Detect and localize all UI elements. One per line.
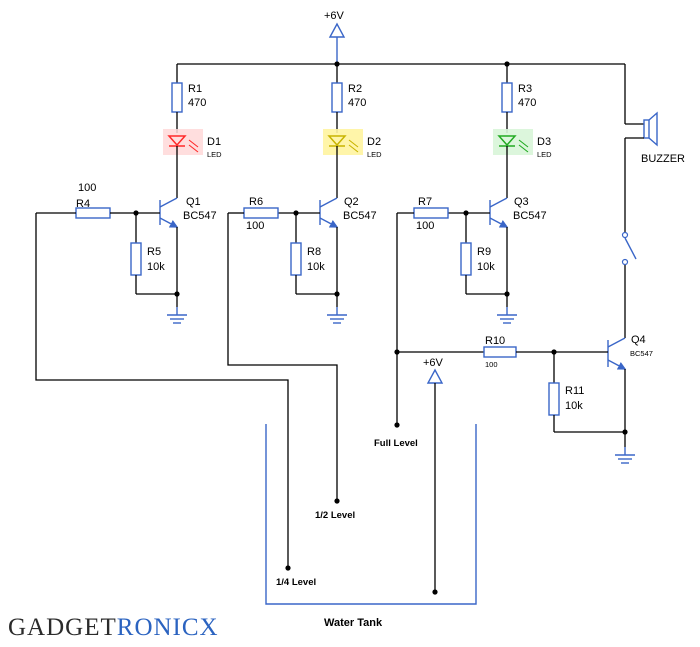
resistor-r9 [460,242,472,276]
r8-value: 10k [307,261,325,273]
r2-value: 470 [348,97,366,109]
buzzer-icon [643,119,650,139]
supply-arrow-icon [328,22,346,38]
led-d3-icon [497,135,517,147]
stage-1: R1 470 D1 LED Q1 BC547 100 R4 R5 10k [36,64,222,324]
r7-value: 100 [416,220,434,232]
resistor-r3 [501,82,513,113]
r5-value: 10k [147,261,165,273]
d2-type: LED [367,150,382,159]
r11-value: 10k [565,400,583,412]
d1-label: D1 [207,136,221,148]
half-level-label: 1/2 Level [315,510,355,521]
quarter-level-label: 1/4 Level [276,577,316,588]
r8-label: R8 [307,246,321,258]
probe-half-wire [227,213,338,501]
buzzer-label: BUZZER [641,153,685,165]
r9-value: 10k [477,261,495,273]
stage-2: R2 470 D2 LED Q2 BC547 R6 100 R8 10k [228,64,382,324]
led-d1-icon [167,135,187,147]
d1-type: LED [207,150,222,159]
q2-type: BC547 [343,210,377,222]
resistor-r8 [290,242,302,276]
r2-label: R2 [348,83,362,95]
r1-label: R1 [188,83,202,95]
q3-label: Q3 [514,196,529,208]
stage-3: R3 470 D3 LED Q3 BC547 R7 100 R9 10k [397,64,552,324]
r6-value: 100 [246,220,264,232]
switch-icon [621,231,629,239]
d3-type: LED [537,150,552,159]
resistor-r5 [130,242,142,276]
resistor-r6 [243,207,279,219]
resistor-r2 [331,82,343,113]
r10-value: 100 [485,360,498,369]
r3-label: R3 [518,83,532,95]
brand-part-2: RONICX [116,614,219,641]
q1-type: BC547 [183,210,217,222]
r6-label: R6 [249,196,263,208]
r10-label: R10 [485,335,505,347]
d3-label: D3 [537,136,551,148]
tank-supply-label: +6V [423,357,444,369]
resistor-r7 [413,207,449,219]
r4-value: 100 [78,182,96,194]
q2-label: Q2 [344,196,359,208]
led-d2-icon [327,135,347,147]
brand-logo: GADGETRONICX [8,614,219,642]
buzzer-stage: BUZZER Q4 BC547 R10 100 R11 10k [394,64,685,464]
q3-type: BC547 [513,210,547,222]
q1-label: Q1 [186,196,201,208]
resistor-r10 [483,346,517,358]
r3-value: 470 [518,97,536,109]
ground-2-icon [327,307,347,324]
ground-3-icon [497,307,517,324]
r4-label: R4 [76,198,90,210]
probe-wires: 1/4 Level 1/2 Level Full Level [35,213,418,588]
resistor-r11 [548,382,560,416]
brand-part-1: GADGET [8,614,117,641]
tank-supply-arrow-icon [426,368,444,384]
water-tank-label: Water Tank [324,617,383,629]
ground-4-icon [615,447,635,464]
tank-outline [265,424,477,605]
r5-label: R5 [147,246,161,258]
r9-label: R9 [477,246,491,258]
resistor-r1 [171,82,183,113]
top-supply-label: +6V [324,10,345,22]
probe-quarter-wire [35,213,289,568]
q4-label: Q4 [631,334,646,346]
r1-value: 470 [188,97,206,109]
full-level-label: Full Level [374,438,418,449]
ground-1-icon [167,307,187,324]
d2-label: D2 [367,136,381,148]
q4-type: BC547 [630,349,653,358]
water-tank: +6V Water Tank [265,357,477,629]
top-supply: +6V [324,10,346,64]
r7-label: R7 [418,196,432,208]
r11-label: R11 [565,385,584,397]
